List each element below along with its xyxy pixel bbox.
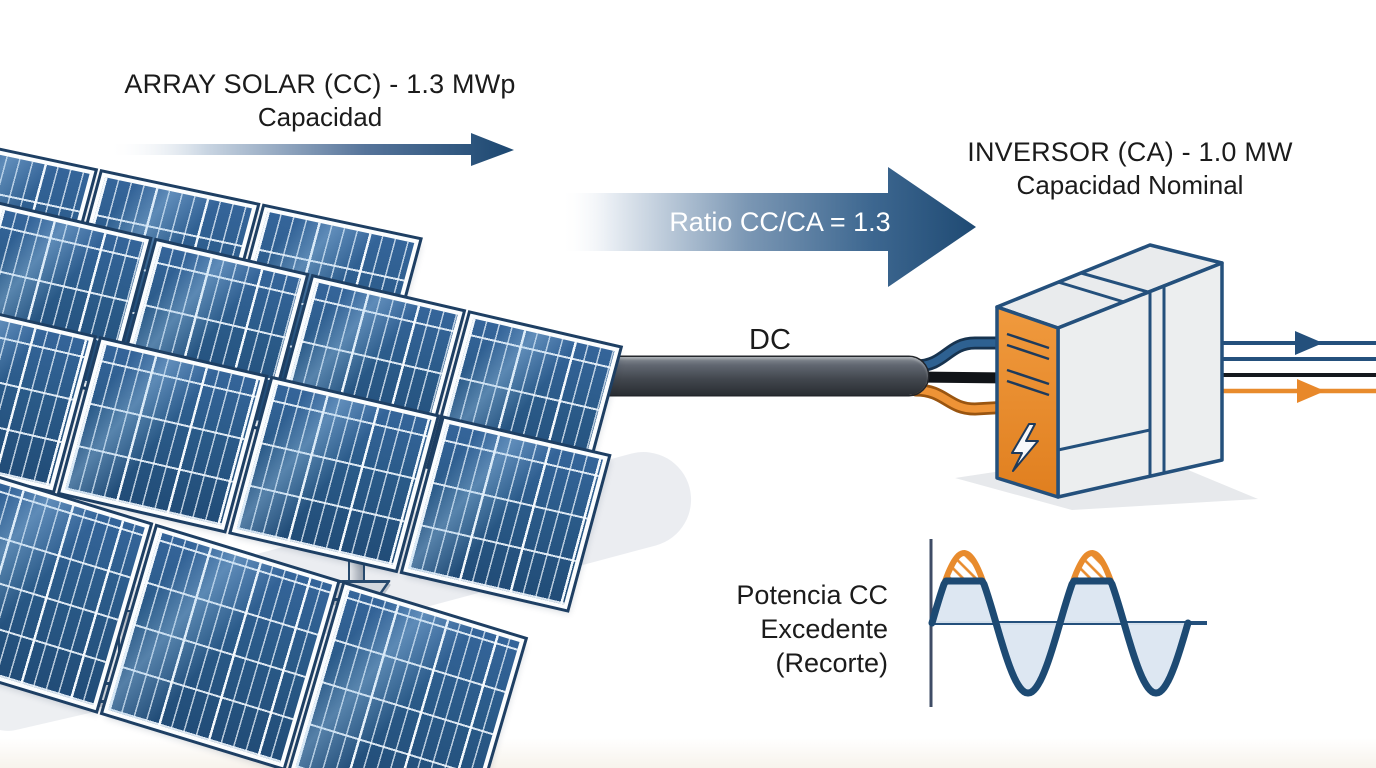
arrowhead-icon: [1295, 331, 1323, 355]
ac-output-wires: [1216, 331, 1376, 403]
inverter-side-face: [995, 305, 1060, 499]
solar-array-label: ARRAY SOLAR (CC) - 1.3 MWp Capacidad: [100, 68, 540, 133]
clipping-label-line2: Excedente: [760, 614, 888, 644]
inverter-3d-box: [995, 243, 1224, 499]
clipping-label: Potencia CC Excedente (Recorte): [700, 578, 888, 680]
clipping-label-line3: (Recorte): [775, 648, 888, 678]
clipped-peak: [1073, 553, 1111, 581]
dc-cable: [576, 357, 928, 395]
ratio-arrow: [560, 167, 976, 287]
arrowhead-icon: [1297, 379, 1325, 403]
dc-cable-label: DC: [749, 324, 791, 356]
clipped-peak: [945, 553, 983, 581]
wave-fill: [932, 581, 1188, 693]
solar-array-label-line1: ARRAY SOLAR (CC) - 1.3 MWp: [124, 69, 516, 99]
lightning-bolt-icon: [1011, 423, 1039, 472]
solar-array-label-line2: Capacidad: [257, 102, 383, 132]
sine-wave: [928, 577, 1192, 697]
inverter-label: INVERSOR (CA) - 1.0 MW Capacidad Nominal: [955, 136, 1305, 201]
inverter-unit: [909, 243, 1376, 510]
inverter-label-line1: INVERSOR (CA) - 1.0 MW: [967, 137, 1293, 167]
clipped-peak-outline: [1070, 549, 1114, 584]
clipping-waveform-chart: [928, 539, 1207, 707]
clipping-label-line1: Potencia CC: [736, 580, 888, 610]
clipped-peak-outline: [942, 549, 986, 584]
vent-lines-icon: [1006, 332, 1050, 397]
ratio-arrow-label: Ratio CC/CA = 1.3: [669, 206, 891, 237]
inverter-label-line2: Capacidad Nominal: [1016, 170, 1244, 200]
capacity-arrow: [107, 133, 514, 166]
